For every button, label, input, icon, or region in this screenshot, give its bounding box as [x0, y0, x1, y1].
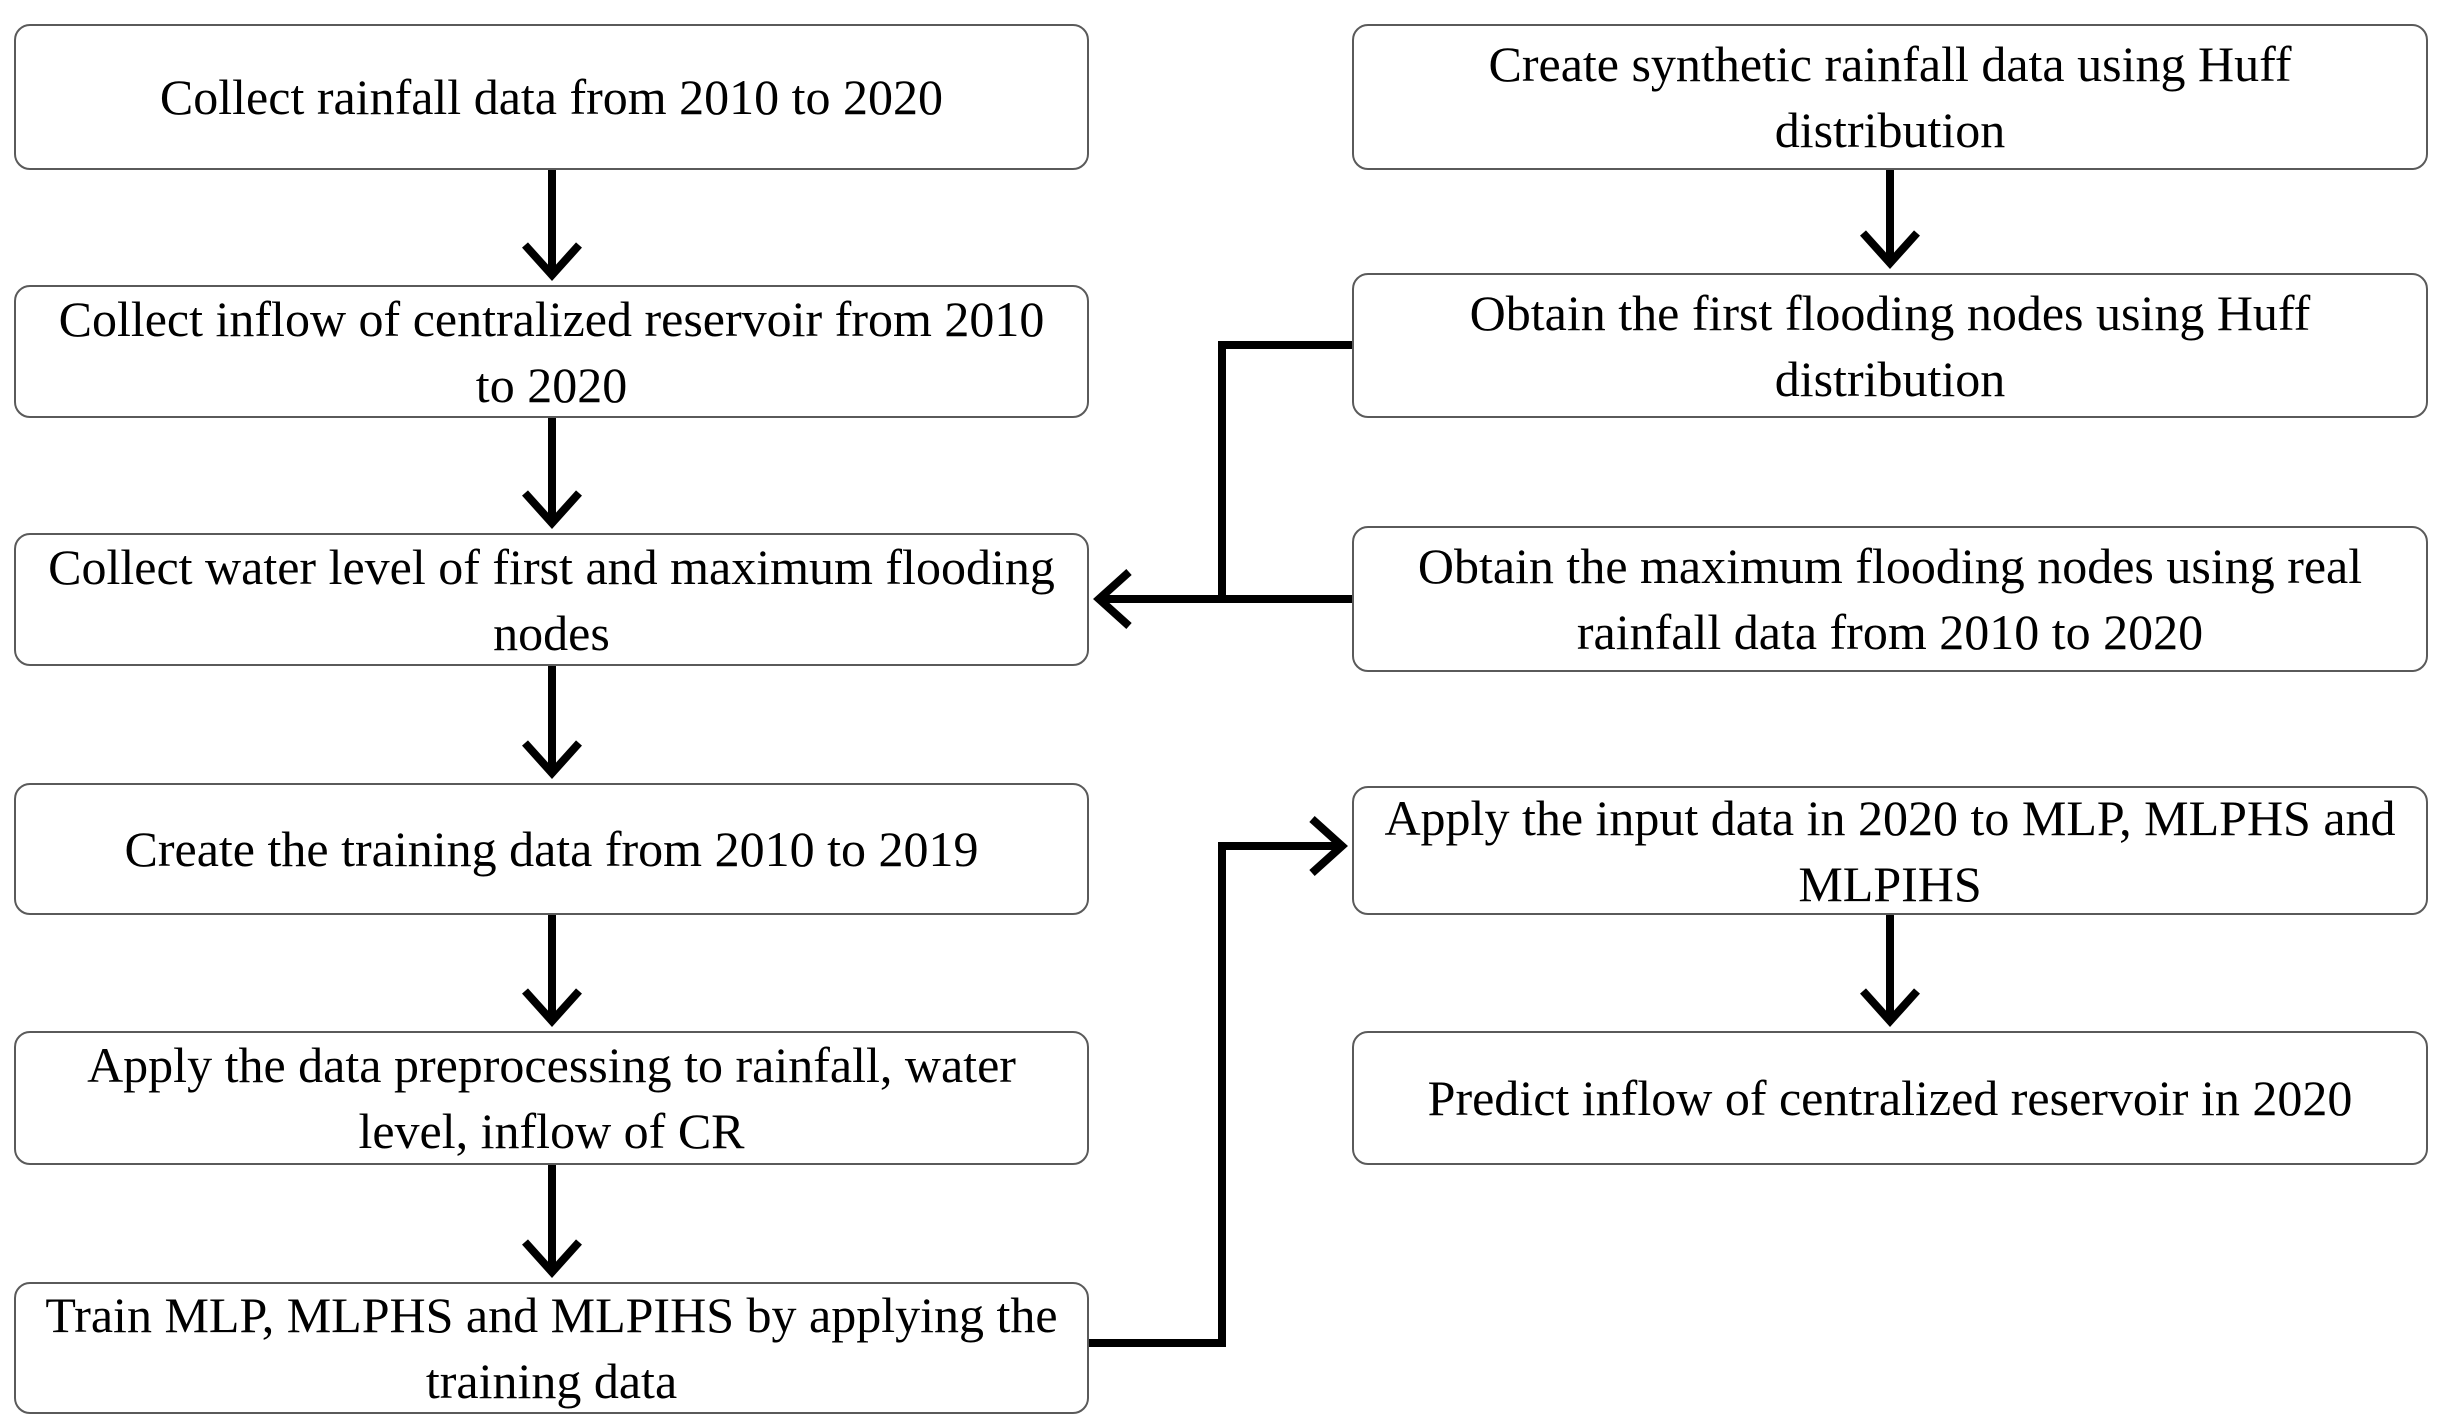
connector-flooding-nodes-to-water-level [1093, 341, 1352, 629]
arrow-collect-rainfall-to-collect-inflow [522, 170, 582, 281]
arrow-apply-input-to-predict [1860, 915, 1920, 1027]
step-label: Obtain the first flooding nodes using Hu… [1469, 284, 2311, 407]
step-create-training-data: Create the training data from 2010 to 20… [14, 783, 1089, 915]
step-apply-input-data-2020: Apply the input data in 2020 to MLP, MLP… [1352, 786, 2428, 915]
step-create-synthetic-rainfall: Create synthetic rainfall data using Huf… [1352, 24, 2428, 170]
step-apply-preprocessing: Apply the data preprocessing to rainfall… [14, 1031, 1089, 1165]
connector-train-to-apply-input [1089, 816, 1348, 1347]
step-label: Apply the input data in 2020 to MLP, MLP… [1384, 789, 2396, 912]
step-label: Collect inflow of centralized reservoir … [58, 290, 1045, 413]
step-label: Apply the data preprocessing to rainfall… [87, 1037, 1016, 1159]
step-train-models: Train MLP, MLPHS and MLPIHS by applying … [14, 1282, 1089, 1414]
arrow-synthetic-rainfall-to-first-flooding [1860, 170, 1920, 269]
step-collect-water-level: Collect water level of first and maximum… [14, 533, 1089, 666]
arrow-collect-inflow-to-collect-water-level [522, 418, 582, 529]
step-obtain-first-flooding-nodes: Obtain the first flooding nodes using Hu… [1352, 273, 2428, 418]
step-collect-inflow: Collect inflow of centralized reservoir … [14, 285, 1089, 418]
step-label: Predict inflow of centralized reservoir … [1427, 1070, 2353, 1126]
step-obtain-maximum-flooding-nodes: Obtain the maximum flooding nodes using … [1352, 526, 2428, 672]
step-label: Collect water level of first and maximum… [48, 538, 1055, 661]
step-predict-inflow: Predict inflow of centralized reservoir … [1352, 1031, 2428, 1165]
step-label: Create synthetic rainfall data using Huf… [1488, 36, 2292, 158]
step-collect-rainfall-data: Collect rainfall data from 2010 to 2020 [14, 24, 1089, 170]
step-label: Collect rainfall data from 2010 to 2020 [159, 69, 944, 125]
step-label: Create the training data from 2010 to 20… [124, 821, 979, 877]
arrow-create-training-to-preprocessing [522, 915, 582, 1027]
step-label: Train MLP, MLPHS and MLPIHS by applying … [45, 1287, 1058, 1409]
arrow-preprocessing-to-train [522, 1165, 582, 1278]
step-label: Obtain the maximum flooding nodes using … [1417, 538, 2363, 660]
arrow-collect-water-level-to-create-training [522, 666, 582, 779]
